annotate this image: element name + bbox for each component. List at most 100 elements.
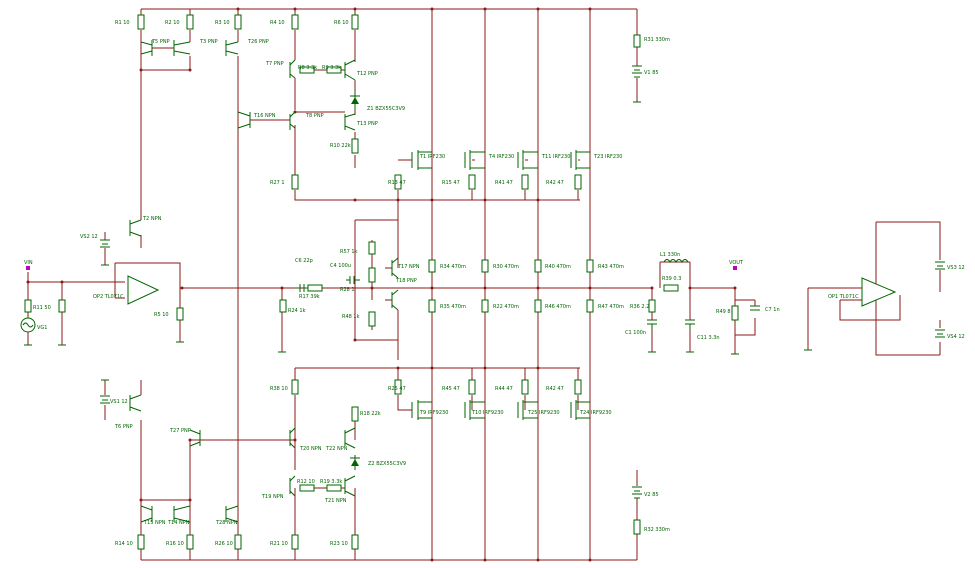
label-r57: R57 1k bbox=[340, 249, 358, 255]
label-t28: T28 NPN bbox=[215, 520, 238, 526]
ground-symbols bbox=[24, 101, 812, 381]
label-vg1: VG1 bbox=[37, 325, 47, 331]
label-r1: R1 10 bbox=[115, 20, 130, 26]
label-r19: R19 3.3k bbox=[320, 479, 342, 485]
label-c6: C6 22p bbox=[295, 258, 313, 264]
resistors bbox=[24, 14, 739, 550]
label-t10: T10 IRF9230 bbox=[471, 410, 504, 416]
label-v1: V1 85 bbox=[644, 70, 659, 76]
label-r18: R18 22k bbox=[360, 411, 381, 417]
label-vs1: VS1 12 bbox=[110, 399, 128, 405]
label-r25: R25 47 bbox=[388, 386, 406, 392]
label-vs2: VS2 12 bbox=[80, 234, 98, 240]
label-t21: T21 NPN bbox=[324, 498, 347, 504]
opamps bbox=[127, 275, 897, 307]
label-t26: T26 PNP bbox=[247, 39, 269, 45]
label-t15: T15 NPN bbox=[143, 520, 166, 526]
label-r43: R43 470m bbox=[598, 264, 624, 270]
label-c7: C7 1n bbox=[765, 307, 780, 313]
sine-wave-icon bbox=[22, 322, 34, 328]
label-r34: R34 470m bbox=[440, 264, 466, 270]
label-c1: C1 100n bbox=[625, 330, 646, 336]
label-r47: R47 470m bbox=[598, 304, 624, 310]
label-r4: R4 10 bbox=[270, 20, 285, 26]
label-r30: R30 470m bbox=[493, 264, 519, 270]
label-t1: T1 IRF230 bbox=[419, 154, 445, 160]
label-r21: R21 10 bbox=[270, 541, 288, 547]
schematic-wires bbox=[27, 8, 941, 561]
label-r15: R15 47 bbox=[442, 180, 460, 186]
label-r45: R45 47 bbox=[442, 386, 460, 392]
label-vs4: VS4 12 bbox=[947, 334, 965, 340]
label-op1: OP1 TL071C bbox=[828, 294, 859, 300]
label-r16: R16 10 bbox=[166, 541, 184, 547]
label-r13: R13 47 bbox=[388, 180, 406, 186]
junction-nodes bbox=[26, 7, 737, 562]
label-vout: VOUT bbox=[729, 260, 744, 266]
label-t9: T9 IRF9230 bbox=[419, 410, 448, 416]
label-t23: T23 IRF230 bbox=[593, 154, 622, 160]
label-vs3: VS3 12 bbox=[947, 265, 965, 271]
label-r49: R49 8 bbox=[716, 309, 731, 315]
label-r8: R8 3.3k bbox=[298, 65, 317, 71]
inductor bbox=[663, 259, 689, 263]
label-r14: R14 10 bbox=[115, 541, 133, 547]
label-t19: T19 NPN bbox=[261, 494, 284, 500]
label-l1: L1 330n bbox=[660, 252, 680, 258]
label-t11: T11 IRF230 bbox=[541, 154, 570, 160]
label-t27: T27 PNP bbox=[169, 428, 191, 434]
label-r9: R9 3.3k bbox=[322, 65, 341, 71]
label-r17: R17 39k bbox=[299, 294, 320, 300]
label-r40: R40 470m bbox=[545, 264, 571, 270]
capacitors bbox=[296, 276, 760, 330]
label-r44: R44 47 bbox=[495, 386, 513, 392]
label-t4: T4 IRF230 bbox=[488, 154, 514, 160]
label-t13: T13 PNP bbox=[356, 121, 378, 127]
label-r24: R24 1k bbox=[288, 308, 306, 314]
label-r2: R2 10 bbox=[165, 20, 180, 26]
label-r42: R42 47 bbox=[546, 180, 564, 186]
label-t12: T12 PNP bbox=[356, 71, 378, 77]
label-op2: OP2 TL071C bbox=[93, 294, 124, 300]
label-t16: T16 NPN bbox=[253, 113, 276, 119]
label-r28: R28 1 bbox=[340, 287, 355, 293]
label-t22: T22 NPN bbox=[325, 446, 348, 452]
transistors bbox=[129, 40, 590, 523]
label-r6: R6 10 bbox=[334, 20, 349, 26]
label-r39: R39 0.3 bbox=[662, 276, 681, 282]
label-r32: R32 330m bbox=[644, 527, 670, 533]
label-t25: T25 IRF9230 bbox=[527, 410, 560, 416]
label-r38: R38 10 bbox=[270, 386, 288, 392]
label-t18: T18 PNP bbox=[395, 278, 417, 284]
label-t8: T8 PNP bbox=[305, 113, 324, 119]
label-r48: R48 1k bbox=[342, 314, 360, 320]
label-t3: T3 PNP bbox=[199, 39, 218, 45]
label-r5: R5 10 bbox=[154, 312, 169, 318]
label-r11: R11 50 bbox=[33, 305, 51, 311]
label-v2: V2 85 bbox=[644, 492, 659, 498]
label-r41: R41 47 bbox=[495, 180, 513, 186]
label-r12: R12 10 bbox=[297, 479, 315, 485]
label-r35: R35 470m bbox=[440, 304, 466, 310]
label-t6: T6 PNP bbox=[114, 424, 133, 430]
label-r22: R22 470m bbox=[493, 304, 519, 310]
label-z2: Z2 BZX55C3V9 bbox=[368, 461, 406, 467]
label-t20-t22: T20 NPN bbox=[299, 446, 322, 452]
label-c11: C11 3.3n bbox=[697, 335, 720, 341]
label-r23: R23 10 bbox=[330, 541, 348, 547]
label-r42-lower: R42 47 bbox=[546, 386, 564, 392]
batteries bbox=[100, 65, 945, 499]
zener-diodes bbox=[350, 92, 360, 470]
label-r36: R36 2.2 bbox=[630, 304, 649, 310]
label-r27: R27 1 bbox=[270, 180, 285, 186]
label-r26: R26 10 bbox=[215, 541, 233, 547]
label-r46: R46 470m bbox=[545, 304, 571, 310]
label-r10: R10 22k bbox=[330, 143, 351, 149]
label-r31: R31 330m bbox=[644, 37, 670, 43]
label-t17: T17 NPN bbox=[397, 264, 420, 270]
label-z1: Z1 BZX55C3V9 bbox=[367, 106, 405, 112]
label-t24: T24 IRF9230 bbox=[579, 410, 612, 416]
io-markers bbox=[26, 266, 737, 270]
label-vin: VIN bbox=[24, 260, 33, 266]
